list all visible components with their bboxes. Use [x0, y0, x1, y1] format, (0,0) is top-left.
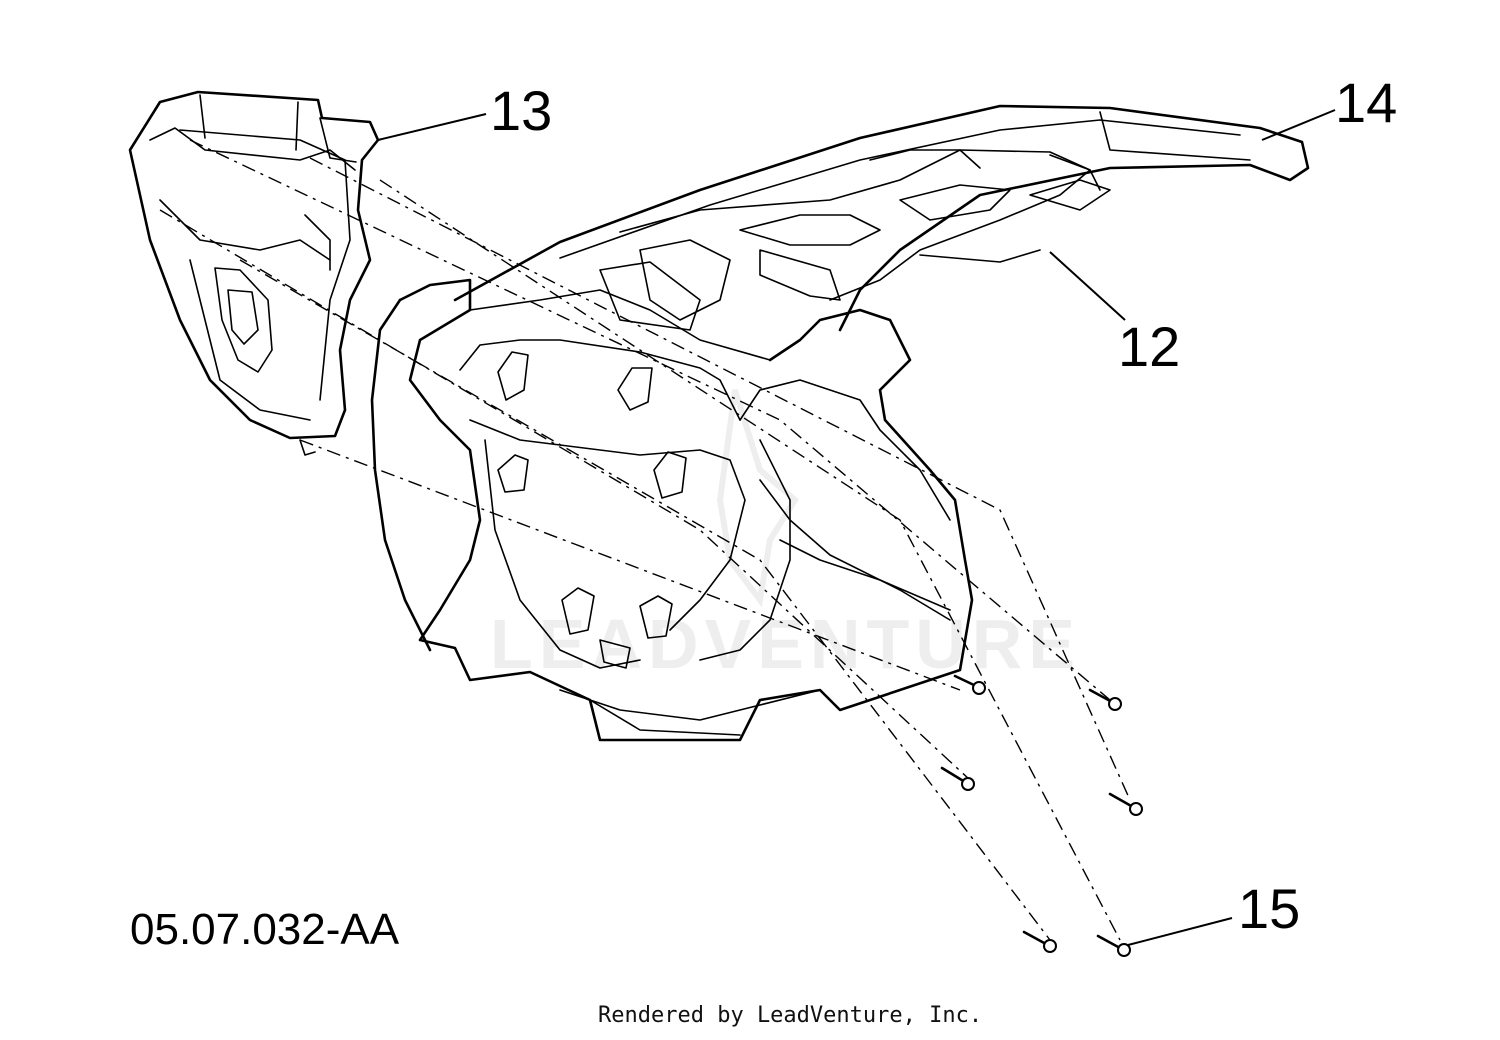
callout-13[interactable]: 13	[490, 79, 552, 142]
leader-12	[1049, 251, 1126, 321]
figure-id: 05.07.032-AA	[130, 905, 400, 954]
callout-15[interactable]: 15	[1238, 877, 1300, 940]
callout-14[interactable]: 14	[1335, 71, 1397, 134]
screw[interactable]	[1022, 930, 1057, 953]
callout-leaders	[377, 109, 1336, 946]
part-15-screws[interactable]	[940, 674, 1143, 957]
watermark-logo	[716, 389, 799, 608]
watermark-text: LEADVENTURE	[490, 605, 1081, 683]
screw[interactable]	[1096, 934, 1131, 957]
part-12-grille[interactable]	[599, 149, 1111, 331]
part-13-end-cap[interactable]	[128, 90, 380, 456]
screw[interactable]	[1088, 688, 1122, 711]
main-front-shell[interactable]	[370, 278, 974, 742]
part-14-upper-lip[interactable]	[453, 104, 1310, 332]
leader-15	[1127, 917, 1233, 946]
render-credit: Rendered by LeadVenture, Inc.	[598, 1003, 982, 1028]
screw[interactable]	[940, 766, 975, 791]
screw[interactable]	[953, 674, 986, 695]
assembly-centerlines	[159, 139, 1131, 941]
leader-13	[377, 113, 487, 141]
screw[interactable]	[1108, 792, 1143, 816]
callout-12[interactable]: 12	[1118, 315, 1180, 378]
leader-14	[1261, 109, 1336, 141]
